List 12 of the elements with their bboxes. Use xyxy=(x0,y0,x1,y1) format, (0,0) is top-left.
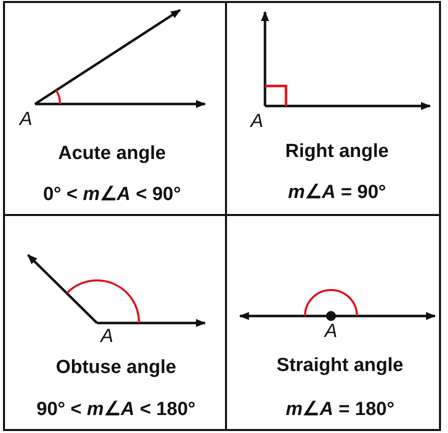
angle-measure: 90° < m∠A < 180° xyxy=(36,398,196,421)
angle-name: Acute angle xyxy=(58,143,166,165)
vertex-label: A xyxy=(250,111,264,133)
angle-measure: m∠A = 90° xyxy=(288,181,386,204)
vertex-label: A xyxy=(324,321,338,343)
angle-name: Obtuse angle xyxy=(56,357,176,379)
angle-measure: 0° < m∠A < 90° xyxy=(43,183,181,206)
angle-measure: m∠A = 180° xyxy=(286,398,394,421)
angle-name: Right angle xyxy=(285,141,389,163)
vertex-label: A xyxy=(20,109,32,131)
angle-name: Straight angle xyxy=(276,355,404,377)
vertex-label: A xyxy=(100,326,114,348)
